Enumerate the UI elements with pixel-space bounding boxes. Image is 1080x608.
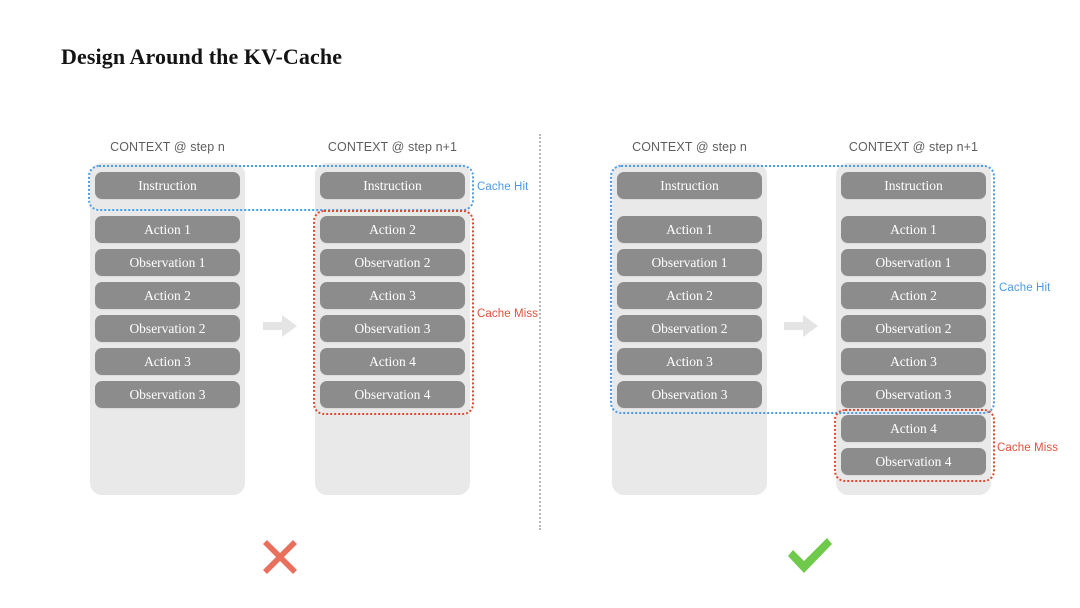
token-box: Observation 3 <box>95 381 240 408</box>
token-box: Observation 1 <box>617 249 762 276</box>
token-box: Observation 3 <box>320 315 465 342</box>
cache-hit-label: Cache Hit <box>999 282 1051 294</box>
token-box: Action 3 <box>617 348 762 375</box>
vertical-dotted-divider <box>539 134 541 530</box>
cross-mark-icon <box>254 531 306 583</box>
token-box: Action 4 <box>841 415 986 442</box>
token-box: Observation 2 <box>617 315 762 342</box>
token-box: Action 2 <box>320 216 465 243</box>
arrow-right-icon <box>784 313 818 339</box>
check-mark-icon <box>784 529 836 581</box>
page-title: Design Around the KV-Cache <box>61 44 343 69</box>
token-box: Action 2 <box>841 282 986 309</box>
token-box: Action 1 <box>617 216 762 243</box>
token-box: Observation 3 <box>841 381 986 408</box>
left-col2-header: CONTEXT @ step n+1 <box>327 140 458 154</box>
token-box: Observation 3 <box>617 381 762 408</box>
cache-hit-label: Cache Hit <box>477 181 529 193</box>
token-box: Action 3 <box>95 348 240 375</box>
right-col1-header: CONTEXT @ step n <box>632 140 747 154</box>
token-box: Action 2 <box>95 282 240 309</box>
left-col1-header: CONTEXT @ step n <box>110 140 225 154</box>
token-box: Observation 4 <box>320 381 465 408</box>
token-box: Observation 1 <box>841 249 986 276</box>
cache-miss-label: Cache Miss <box>477 308 539 320</box>
token-box: Observation 2 <box>320 249 465 276</box>
token-box: Instruction <box>841 172 986 199</box>
token-box: Observation 1 <box>95 249 240 276</box>
token-box: Instruction <box>320 172 465 199</box>
token-box: Observation 2 <box>95 315 240 342</box>
token-box: Instruction <box>95 172 240 199</box>
token-box: Action 4 <box>320 348 465 375</box>
token-box: Action 3 <box>320 282 465 309</box>
token-box: Action 1 <box>841 216 986 243</box>
arrow-right-icon <box>263 313 297 339</box>
token-box: Instruction <box>617 172 762 199</box>
token-box: Action 1 <box>95 216 240 243</box>
token-box: Observation 4 <box>841 448 986 475</box>
token-box: Action 2 <box>617 282 762 309</box>
token-box: Observation 2 <box>841 315 986 342</box>
token-box: Action 3 <box>841 348 986 375</box>
cache-miss-label: Cache Miss <box>997 442 1059 454</box>
right-col2-header: CONTEXT @ step n+1 <box>848 140 979 154</box>
